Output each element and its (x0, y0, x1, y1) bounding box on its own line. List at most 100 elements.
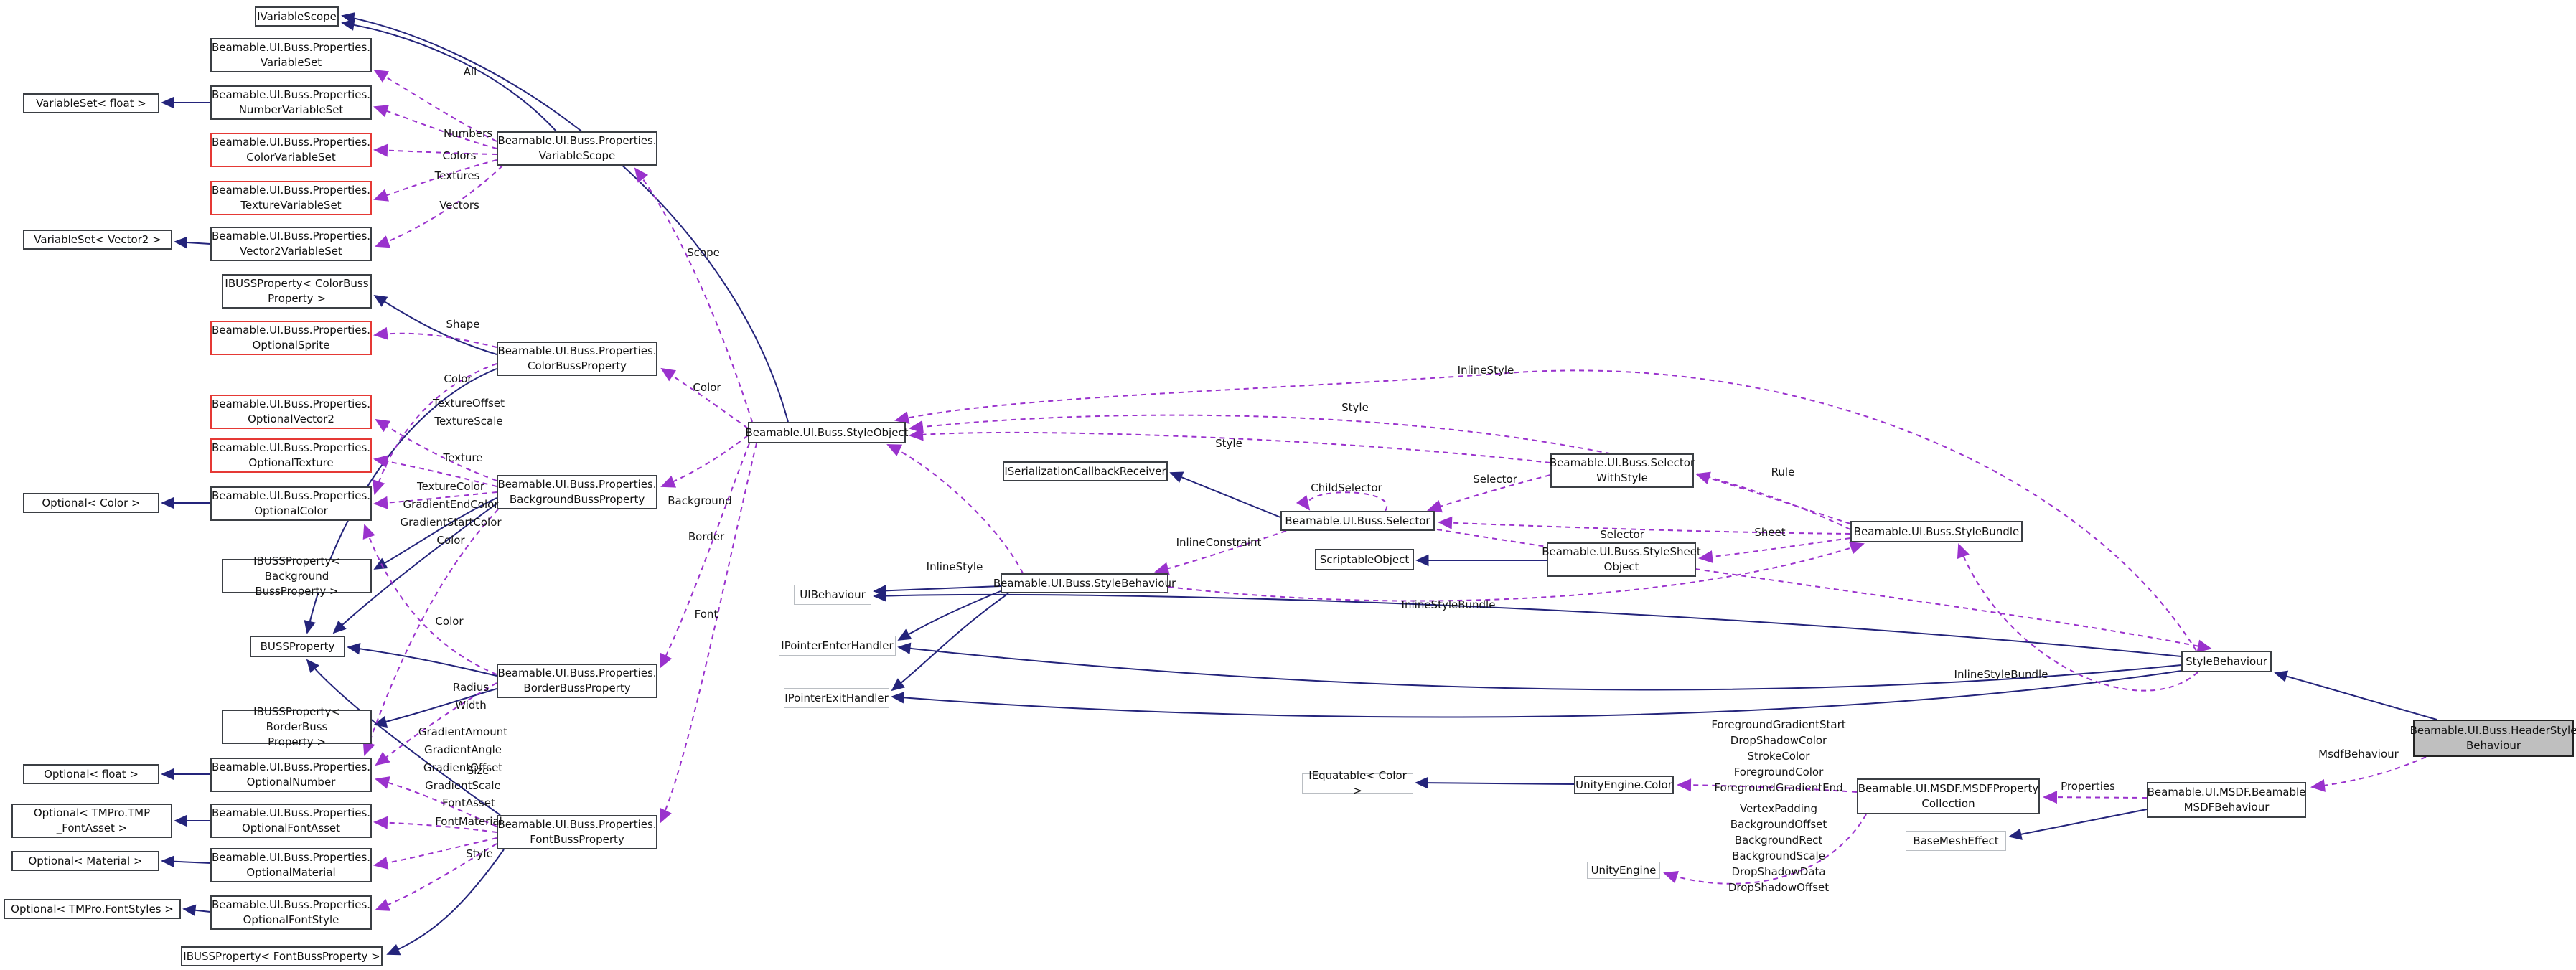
class-node-optionalvector2[interactable]: Beamable.UI.Buss.Properties. OptionalVec… (210, 395, 372, 429)
class-node-iserializationcallbackreceiver[interactable]: ISerializationCallbackReceiver (1003, 461, 1168, 481)
class-node-optional-fontstyles[interactable]: Optional< TMPro.FontStyles > (4, 899, 181, 919)
class-node-label: Beamable.UI.Buss.StyleBehaviour (993, 576, 1176, 590)
usage-edge-52 (1296, 491, 1388, 512)
inheritance-edge-15 (161, 855, 211, 867)
usage-edge-33 (634, 167, 753, 423)
class-node-label: Beamable.UI.MSDF.MSDFProperty Collection (1858, 782, 2039, 810)
class-node-label: Beamable.UI.Buss.Properties. OptionalMat… (211, 851, 371, 879)
usage-edge-63 (2310, 756, 2427, 792)
usage-edge-57 (909, 414, 1851, 530)
class-node-fontbussproperty[interactable]: Beamable.UI.Buss.Properties. FontBussPro… (497, 815, 657, 849)
class-node-uibehaviour[interactable]: UIBehaviour (794, 585, 871, 605)
class-node-label: Beamable.UI.Buss.Properties. BackgroundB… (497, 478, 657, 506)
class-node-ivariablescope[interactable]: IVariableScope (255, 6, 339, 27)
class-node-iequatable-color[interactable]: IEquatable< Color > (1302, 769, 1413, 797)
class-node-borderbussproperty[interactable]: Beamable.UI.Buss.Properties. BorderBussP… (497, 664, 657, 698)
usage-edge-34 (660, 367, 749, 429)
class-node-numbervariableset[interactable]: Beamable.UI.Buss.Properties. NumberVaria… (210, 85, 372, 120)
class-node-basemesheffect[interactable]: BaseMeshEffect (1906, 831, 2006, 851)
class-node-headerstylebehaviour[interactable]: Beamable.UI.Buss.HeaderStyle Behaviour (2409, 720, 2576, 757)
class-node-beamablemsdfbehaviour[interactable]: Beamable.UI.MSDF.Beamable MSDFBehaviour (2147, 782, 2306, 818)
usage-edge-28 (373, 69, 497, 142)
class-node-vector2variableset[interactable]: Beamable.UI.Buss.Properties. Vector2Vari… (210, 227, 372, 261)
usage-edge-36 (660, 443, 750, 669)
class-node-ibussproperty-background[interactable]: IBUSSProperty< Background BussProperty > (222, 555, 372, 598)
inheritance-edge-23 (897, 642, 2182, 691)
class-node-variableset[interactable]: Beamable.UI.Buss.Properties. VariableSet (210, 38, 372, 72)
class-node-ipointerexithandler[interactable]: IPointerExitHandler (784, 688, 889, 708)
class-node-label: Beamable.UI.Buss.Properties. OptionalFon… (211, 898, 371, 926)
class-node-backgroundbussproperty[interactable]: Beamable.UI.Buss.Properties. BackgroundB… (497, 475, 657, 509)
class-node-stylesheetobject[interactable]: Beamable.UI.Buss.StyleSheet Object (1542, 542, 1701, 577)
class-node-buss-stylebehaviour[interactable]: Beamable.UI.Buss.StyleBehaviour (993, 573, 1176, 593)
usage-edge-51 (1154, 530, 1287, 575)
class-node-optionalfontasset[interactable]: Beamable.UI.Buss.Properties. OptionalFon… (210, 804, 372, 838)
class-node-label: IVariableScope (257, 9, 337, 23)
class-node-optionaltexture[interactable]: Beamable.UI.Buss.Properties. OptionalTex… (210, 438, 372, 473)
usage-edge-54 (1438, 516, 1851, 535)
class-node-unityengine-color[interactable]: UnityEngine.Color (1574, 776, 1674, 794)
class-node-label: IEquatable< Color > (1308, 769, 1407, 797)
class-node-optional-color[interactable]: Optional< Color > (23, 493, 159, 513)
class-node-bussproperty[interactable]: BUSSProperty (250, 636, 345, 657)
class-node-colorbussproperty[interactable]: Beamable.UI.Buss.Properties. ColorBussPr… (497, 342, 657, 376)
class-node-label: BaseMeshEffect (1913, 834, 1999, 847)
inheritance-edge-19 (873, 585, 1001, 597)
class-node-ibussproperty-font[interactable]: IBUSSProperty< FontBussProperty > (181, 946, 383, 966)
usage-edge-61 (1957, 543, 2198, 692)
class-node-optionalmaterial[interactable]: Beamable.UI.Buss.Properties. OptionalMat… (210, 848, 372, 882)
class-node-label: Beamable.UI.Buss.Properties. NumberVaria… (211, 88, 371, 116)
class-node-optionalfontstyle[interactable]: Beamable.UI.Buss.Properties. OptionalFon… (210, 895, 372, 930)
class-node-variablescope[interactable]: Beamable.UI.Buss.Properties. VariableSco… (497, 131, 657, 166)
class-node-label: Beamable.UI.Buss.Properties. BorderBussP… (497, 667, 657, 694)
class-node-variableset-vector2[interactable]: VariableSet< Vector2 > (23, 230, 172, 250)
inheritance-edge-11 (386, 849, 505, 956)
class-node-optionalsprite[interactable]: Beamable.UI.Buss.Properties. OptionalSpr… (210, 321, 372, 355)
class-node-optional-material[interactable]: Optional< Material > (11, 851, 159, 871)
class-node-label: Beamable.UI.Buss.StyleBundle (1853, 524, 2020, 538)
class-node-stylebehaviour[interactable]: StyleBehaviour (2181, 651, 2272, 672)
inheritance-edge-22 (873, 590, 2182, 657)
class-node-label: Beamable.UI.Buss.Properties. OptionalFon… (211, 806, 371, 834)
class-node-optional-float[interactable]: Optional< float > (23, 764, 159, 784)
class-node-label: Optional< TMPro.TMP _FontAsset > (33, 806, 151, 834)
usage-edge-48 (373, 837, 497, 870)
class-node-label: Optional< TMPro.FontStyles > (11, 902, 174, 915)
class-node-ipointerenterhandler[interactable]: IPointerEnterHandler (779, 636, 896, 656)
class-node-optionalnumber[interactable]: Beamable.UI.Buss.Properties. OptionalNum… (210, 758, 372, 792)
inheritance-edge-16 (182, 904, 211, 916)
class-node-texturevariableset[interactable]: Beamable.UI.Buss.Properties. TextureVari… (210, 181, 372, 215)
class-node-label: UnityEngine (1591, 863, 1657, 877)
class-node-unityengine[interactable]: UnityEngine (1587, 862, 1660, 879)
class-node-optional-tmpfontasset[interactable]: Optional< TMPro.TMP _FontAsset > (11, 804, 172, 838)
class-node-label: Beamable.UI.Buss.HeaderStyle Behaviour (2409, 724, 2576, 752)
usage-edge-43 (362, 509, 499, 756)
inheritance-edge-6 (332, 503, 497, 634)
inheritance-edge-7 (373, 497, 497, 570)
class-node-variableset-float[interactable]: VariableSet< float > (23, 93, 159, 113)
class-node-msdfpropertycollection[interactable]: Beamable.UI.MSDF.MSDFProperty Collection (1857, 778, 2040, 814)
inheritance-edge-24 (891, 670, 2182, 718)
class-node-colorvariableset[interactable]: Beamable.UI.Buss.Properties. ColorVariab… (210, 133, 372, 167)
class-node-optionalcolor[interactable]: Beamable.UI.Buss.Properties. OptionalCol… (210, 486, 372, 521)
class-node-selector[interactable]: Beamable.UI.Buss.Selector (1280, 511, 1435, 531)
class-node-label: Beamable.UI.Buss.StyleObject (745, 425, 909, 439)
class-node-selectorwithstyle[interactable]: Beamable.UI.Buss.Selector WithStyle (1550, 453, 1695, 488)
class-node-label: ISerializationCallbackReceiver (1004, 464, 1166, 478)
class-node-ibussproperty-border[interactable]: IBUSSProperty< BorderBuss Property > (222, 705, 372, 748)
class-node-label: VariableSet< float > (36, 96, 146, 110)
class-node-label: Beamable.UI.Buss.Properties. OptionalVec… (211, 397, 371, 425)
class-node-scriptableobject[interactable]: ScriptableObject (1315, 549, 1414, 570)
usage-edge-29 (373, 105, 497, 149)
class-node-stylebundle[interactable]: Beamable.UI.Buss.StyleBundle (1850, 521, 2023, 542)
class-node-label: IBUSSProperty< Background BussProperty > (253, 554, 340, 598)
inheritance-edge-8 (347, 643, 497, 677)
class-node-ibussproperty-colorbuss[interactable]: IBUSSProperty< ColorBuss Property > (222, 274, 372, 309)
usage-edge-55 (1695, 471, 1851, 524)
usage-edge-39 (373, 363, 497, 495)
class-node-label: ScriptableObject (1319, 552, 1410, 566)
usage-edge-45 (375, 682, 497, 766)
usage-edge-35 (660, 435, 749, 488)
class-node-styleobject[interactable]: Beamable.UI.Buss.StyleObject (745, 422, 909, 443)
